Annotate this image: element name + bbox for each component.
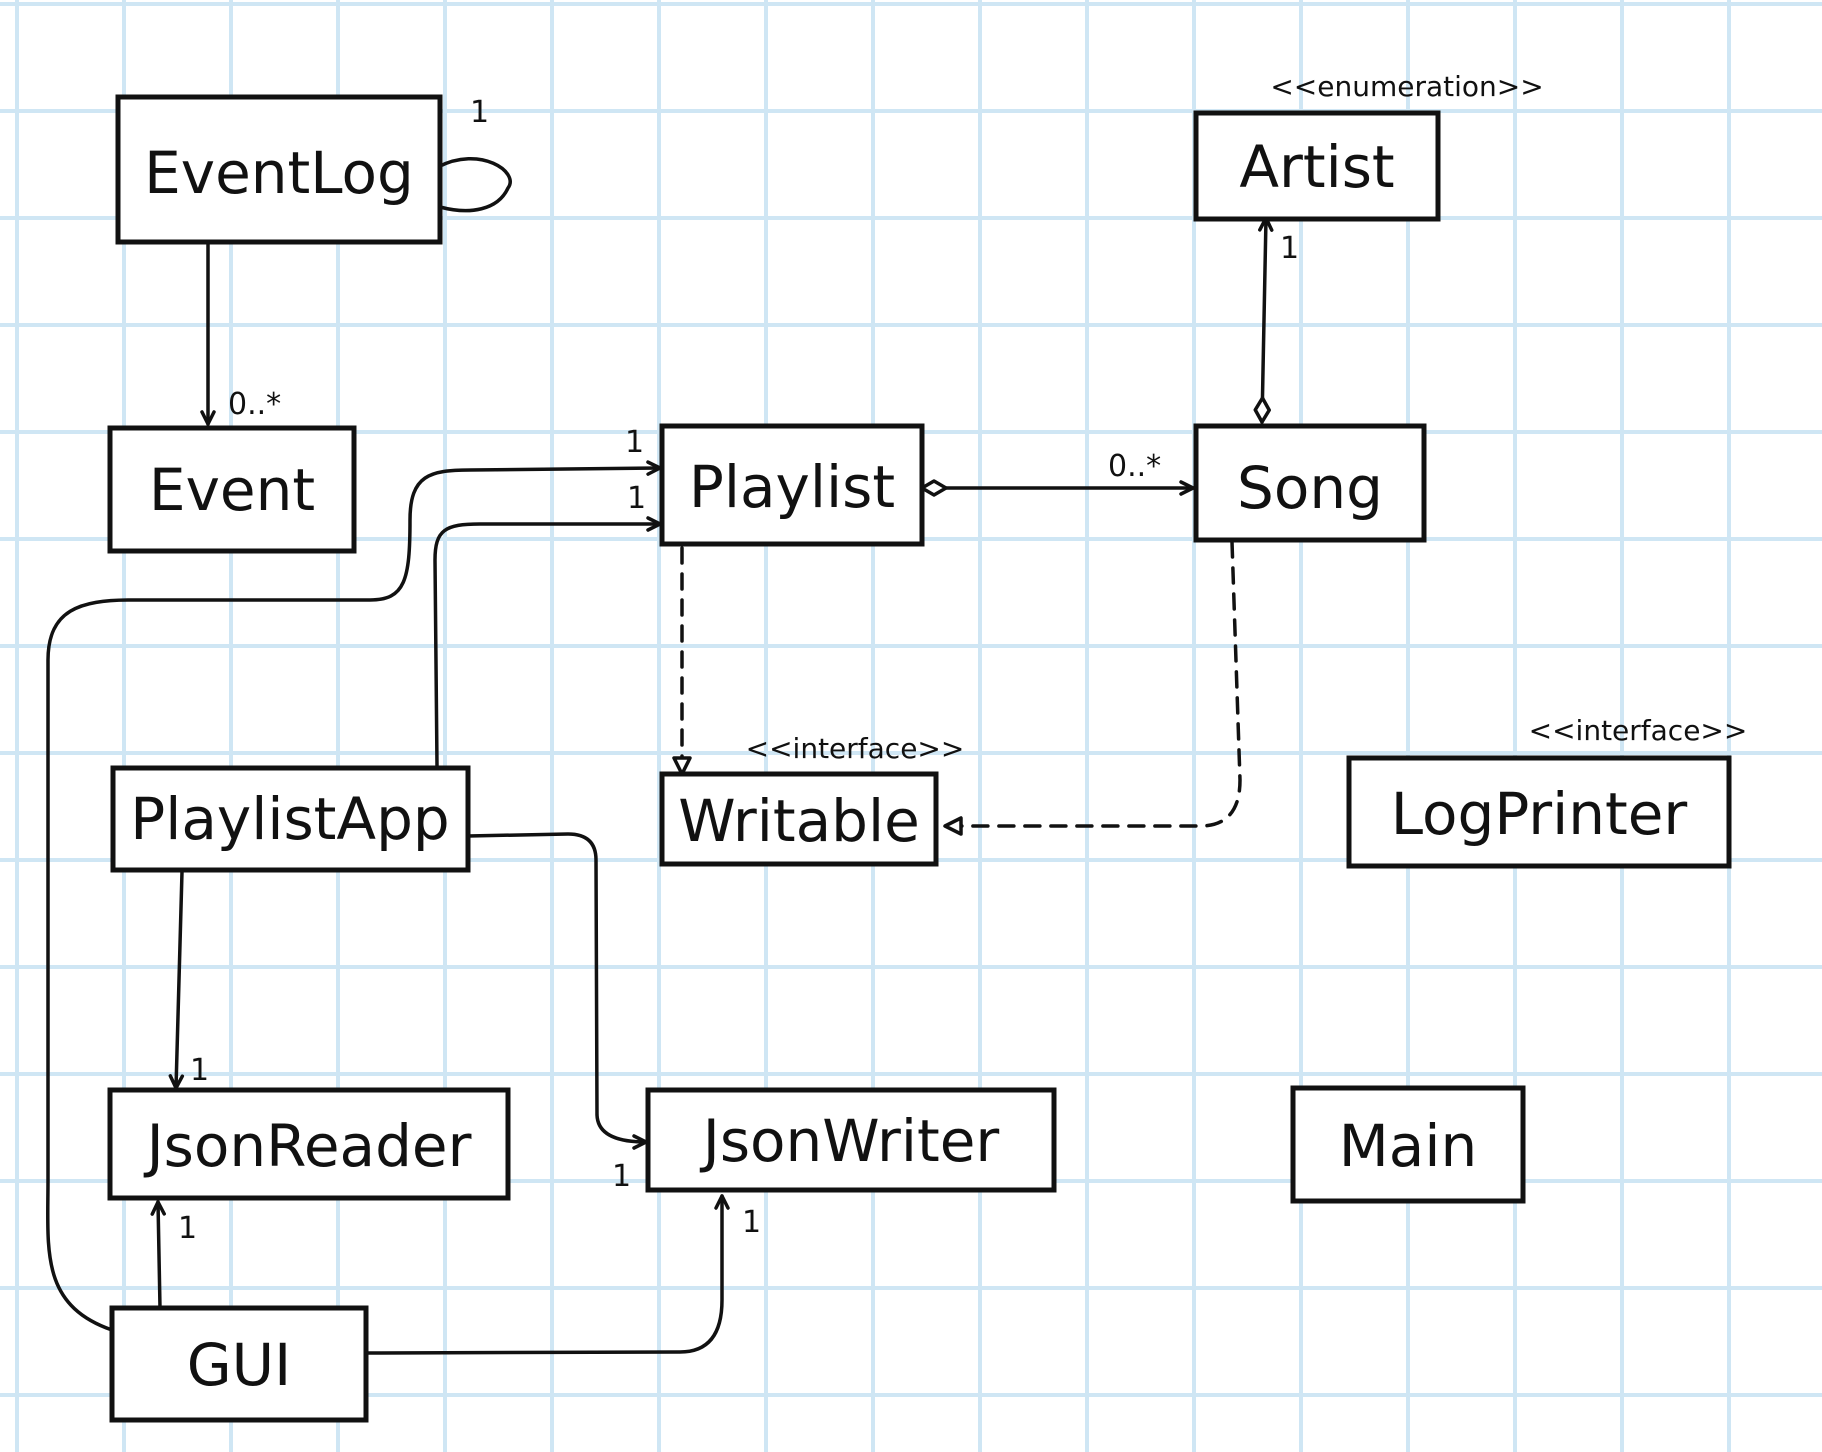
class-gui[interactable]: GUI: [109, 1305, 369, 1423]
multiplicity-eventlog-self: 1: [470, 95, 489, 130]
multiplicity-gui-jsonreader: 1: [178, 1211, 197, 1246]
class-artist[interactable]: <<enumeration>> Artist: [1193, 70, 1544, 222]
class-name: Main: [1339, 1112, 1477, 1180]
class-name: EventLog: [144, 139, 414, 207]
class-name: GUI: [187, 1331, 292, 1399]
class-playlistapp[interactable]: PlaylistApp: [110, 765, 471, 873]
class-name: Event: [149, 456, 315, 524]
multiplicity-playlist-song: 0..*: [1108, 449, 1161, 484]
class-name: Writable: [678, 787, 920, 855]
class-name: Song: [1237, 454, 1383, 522]
multiplicity-song-artist: 1: [1280, 231, 1299, 266]
class-main[interactable]: Main: [1290, 1085, 1526, 1204]
stereotype-label: <<interface>>: [746, 732, 965, 765]
class-name: JsonReader: [144, 1112, 472, 1180]
multiplicity-app-jsonreader: 1: [190, 1053, 209, 1088]
class-name: Artist: [1239, 133, 1394, 201]
edge-gui-jsonreader: [150, 1200, 166, 1310]
edge-song-artist: [1253, 216, 1274, 424]
class-jsonwriter[interactable]: JsonWriter: [645, 1087, 1057, 1193]
multiplicity-eventlog-event: 0..*: [228, 387, 281, 422]
class-logprinter[interactable]: <<interface>> LogPrinter: [1346, 714, 1748, 869]
class-name: Playlist: [689, 453, 895, 521]
class-jsonreader[interactable]: JsonReader: [107, 1087, 511, 1201]
edge-gui-playlist: [45, 460, 662, 1332]
class-eventlog[interactable]: EventLog: [115, 94, 443, 245]
multiplicity-app-playlist: 1: [627, 481, 646, 516]
multiplicity-app-jsonwriter: 1: [612, 1159, 631, 1194]
multiplicity-gui-jsonwriter: 1: [742, 1205, 761, 1240]
stereotype-label: <<enumeration>>: [1270, 70, 1543, 103]
class-name: LogPrinter: [1391, 780, 1688, 848]
edge-app-jsonreader: [168, 870, 185, 1090]
class-name: JsonWriter: [700, 1107, 1000, 1175]
edge-song-writable: [943, 540, 1242, 836]
edge-app-jsonwriter: [466, 832, 648, 1150]
class-name: PlaylistApp: [130, 785, 449, 853]
multiplicity-gui-playlist: 1: [625, 425, 644, 460]
edge-app-playlist: [433, 516, 662, 768]
stereotype-label: <<interface>>: [1529, 714, 1748, 747]
class-playlist[interactable]: Playlist: [659, 423, 925, 547]
class-event[interactable]: Event: [107, 425, 357, 554]
class-writable[interactable]: <<interface>> Writable: [659, 732, 965, 867]
edge-eventlog-self: [422, 156, 512, 213]
edge-gui-jsonwriter: [366, 1194, 730, 1355]
class-song[interactable]: Song: [1193, 423, 1427, 543]
